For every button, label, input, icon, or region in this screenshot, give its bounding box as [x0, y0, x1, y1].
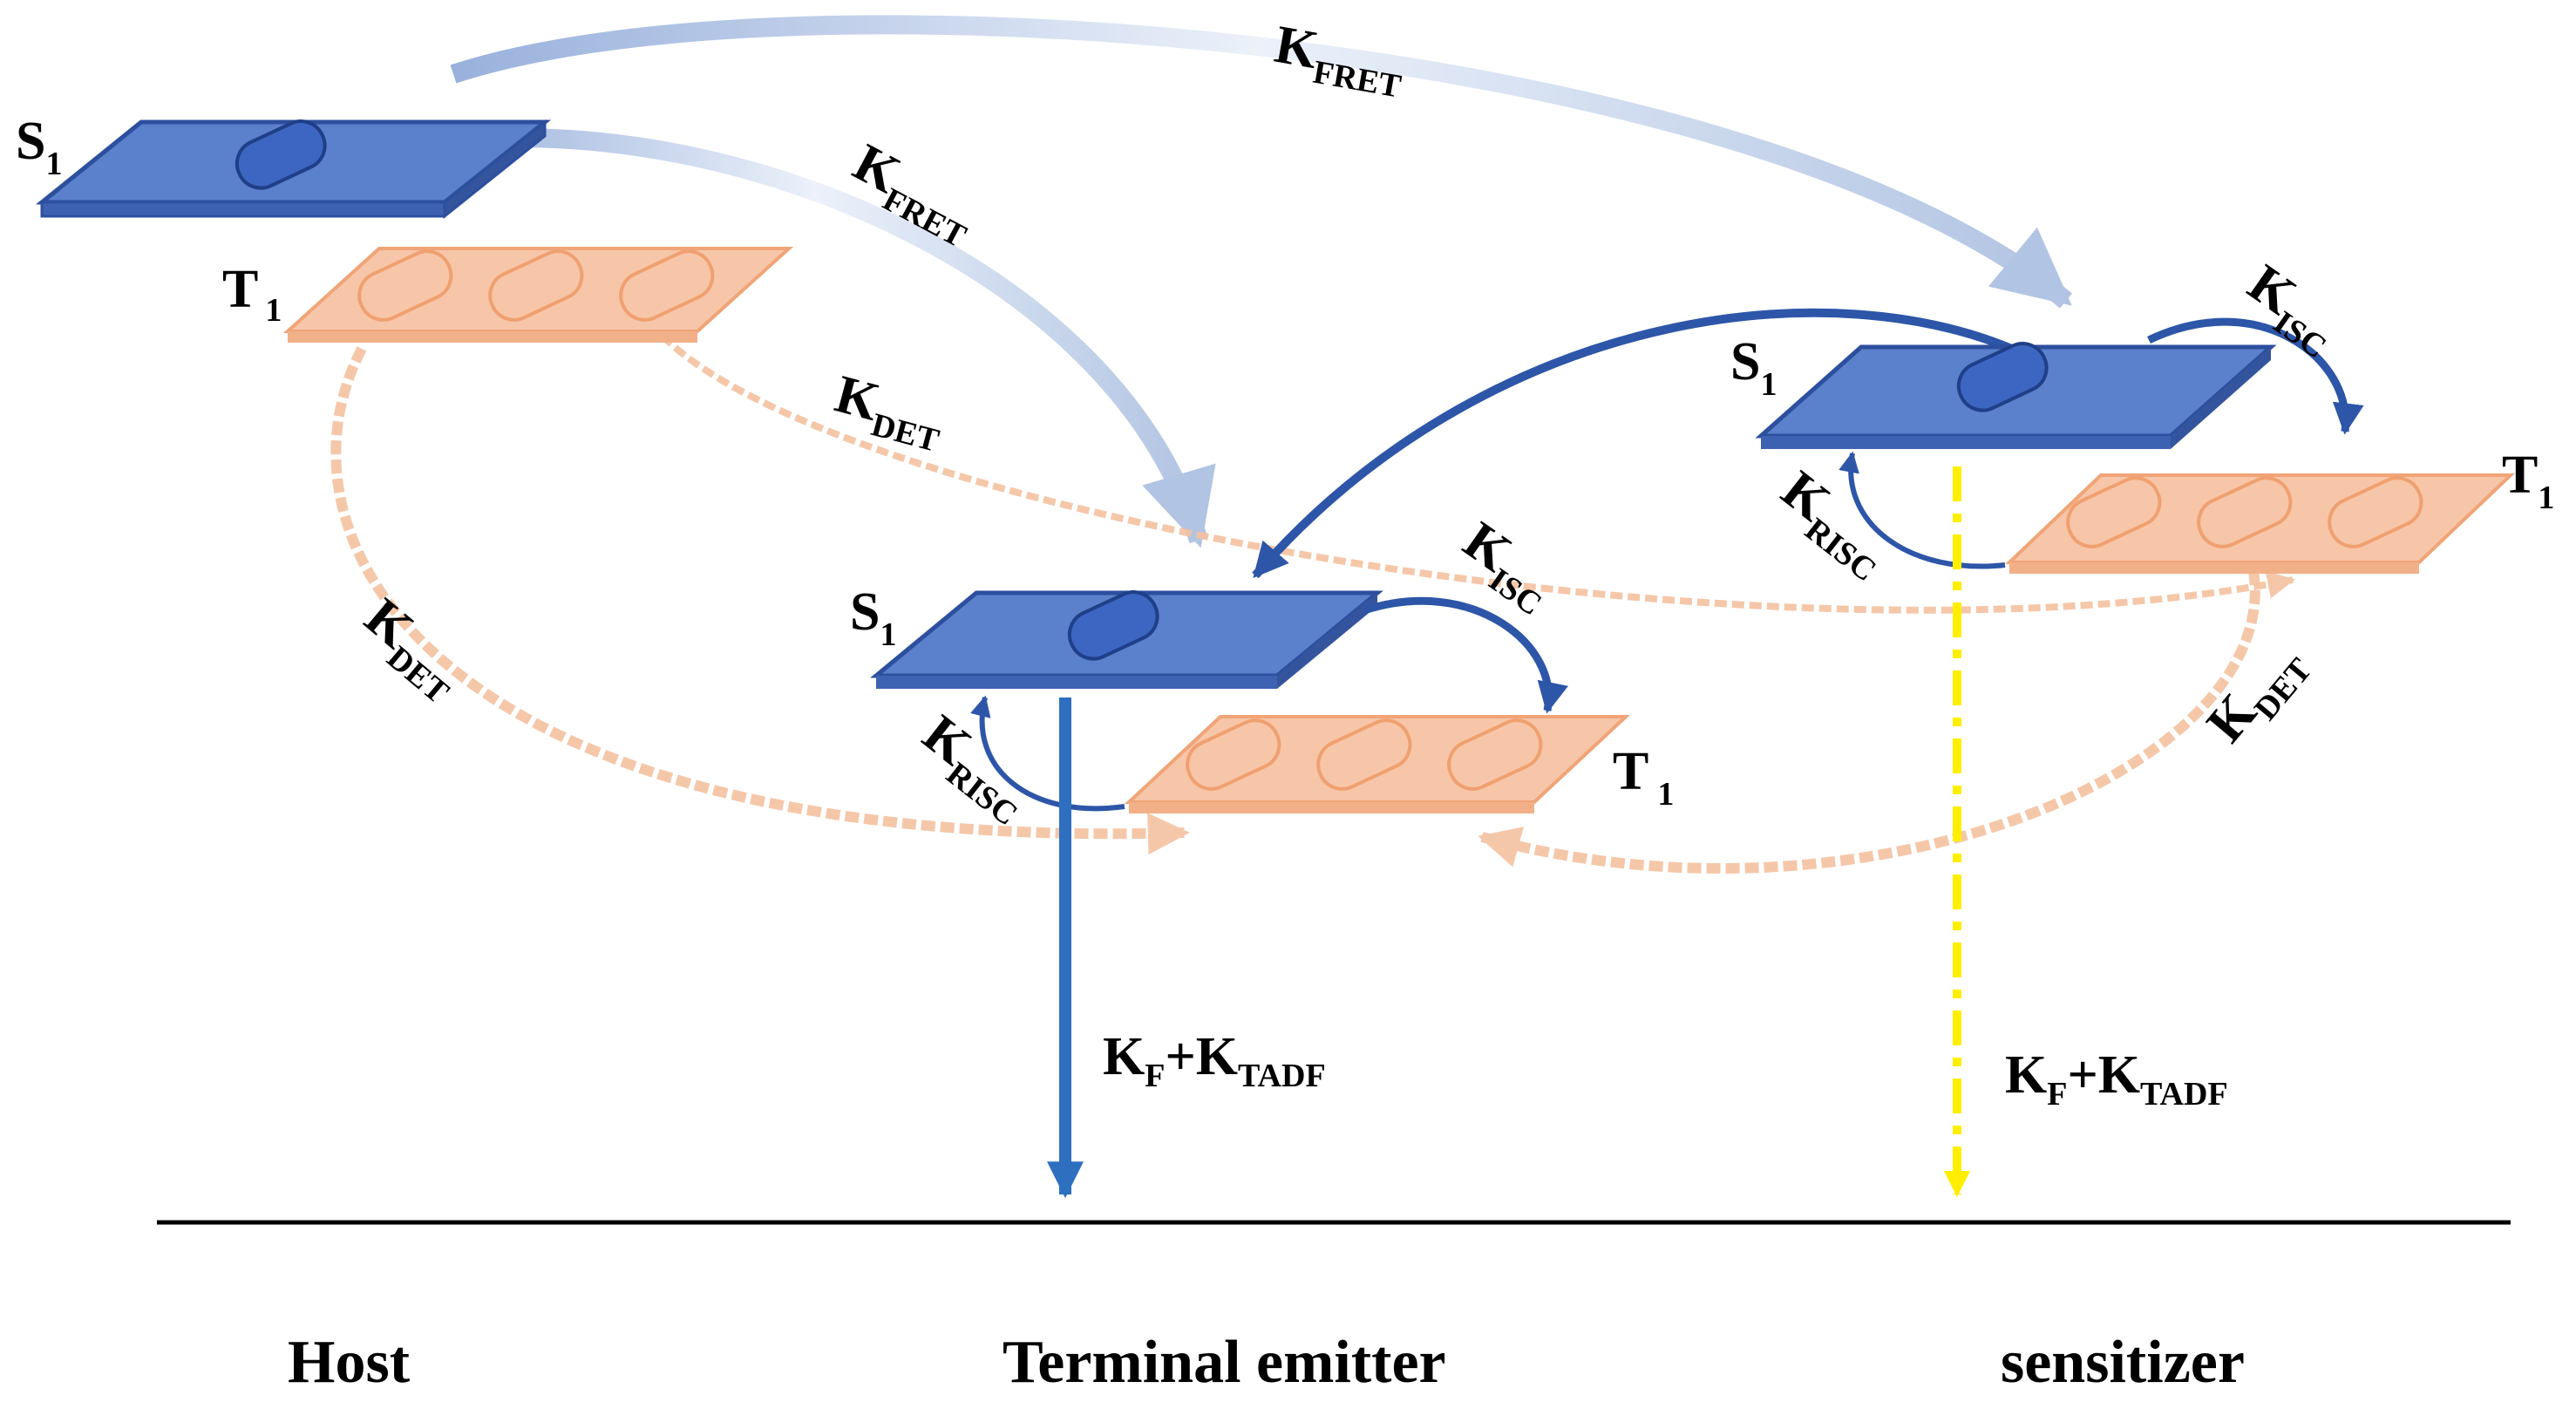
terminal-t1-molecule-icons: [1186, 718, 1543, 791]
host-t1-plate: [282, 247, 794, 343]
sensitizer-s1-plate: [1755, 342, 2277, 449]
host-title: Host: [288, 1329, 410, 1396]
host-s1-plate: [35, 119, 552, 220]
kisc-sensitizer-arrow: [2147, 317, 2364, 435]
kdet-host-to-terminal-arrow: [330, 346, 1190, 855]
terminal-t1-plate: [1124, 715, 1631, 813]
krisc-terminal-arrow: [970, 695, 1125, 812]
krisc-terminal-label: KRISC: [907, 704, 1044, 833]
terminal-emitter-title: Terminal emitter: [1003, 1329, 1446, 1396]
kdet-sensitizer-label: KDET: [2196, 630, 2320, 759]
host-t1-molecule-icons: [357, 249, 715, 322]
sensitizer-t1-molecule-icons: [2066, 476, 2423, 548]
terminal-s1-label: S1: [850, 582, 896, 653]
kdet-host-right-label: KDET: [827, 364, 952, 459]
sensitizer-s1-label: S1: [1730, 332, 1777, 403]
kdet-sensitizer-to-terminal-arrow: [1478, 570, 2260, 874]
krisc-sensitizer-arrow: [1839, 451, 2006, 569]
sensitizer-t1-label: T1: [2502, 446, 2554, 516]
sensitizer-t1-plate: [2005, 473, 2515, 574]
krisc-sensitizer-label: KRISC: [1765, 459, 1903, 589]
kfret-top-arrow: [450, 15, 2072, 309]
sensitizer-emission-label: KF+KTADF: [2005, 1045, 2228, 1113]
kisc-terminal-arrow: [1363, 597, 1568, 714]
host-s1-molecule-icon: [234, 119, 327, 190]
kfret-mid-arrow: [430, 128, 1216, 548]
terminal-emission-label: KF+KTADF: [1103, 1027, 1326, 1094]
sensitizer-title: sensitizer: [2001, 1329, 2245, 1396]
terminal-s1-molecule-icon: [1067, 590, 1159, 661]
kdet-host-left-label: KDET: [348, 588, 477, 711]
sensitizer-to-terminal-s1-arrow: [1252, 308, 2034, 579]
host-s1-label: S1: [16, 112, 62, 182]
kdet-host-to-sensitizer-arrow: [660, 333, 2296, 614]
sensitizer-s1-molecule-icon: [1956, 342, 2049, 412]
terminal-s1-plate: [870, 590, 1383, 689]
